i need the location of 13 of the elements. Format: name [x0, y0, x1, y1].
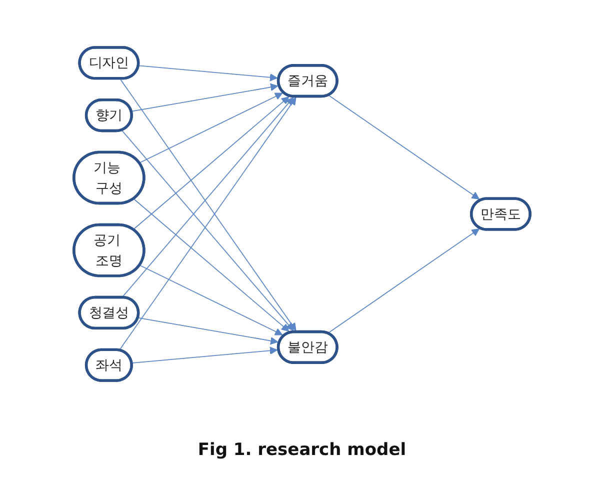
arrow: [122, 130, 294, 331]
arrow: [132, 83, 278, 112]
arrow: [134, 96, 290, 230]
arrow: [140, 92, 283, 163]
arrow: [138, 317, 278, 345]
arrow: [140, 265, 283, 336]
arrow: [132, 346, 278, 364]
arrow: [138, 65, 278, 82]
arrow: [122, 97, 294, 296]
arrow: [134, 198, 290, 332]
caption: Fig 1. research model: [198, 440, 406, 460]
arrow: [328, 228, 480, 333]
arrow: [328, 95, 480, 200]
